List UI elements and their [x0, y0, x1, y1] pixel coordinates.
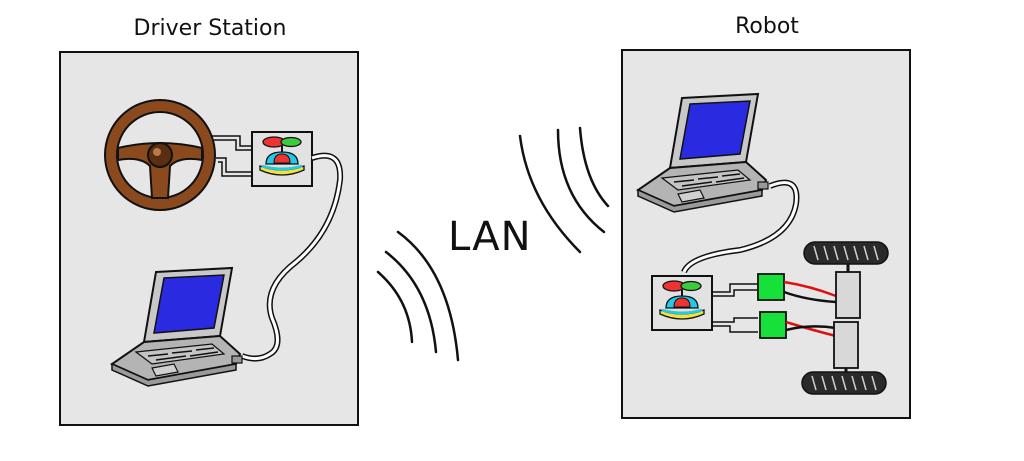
motor-power-wires [783, 280, 837, 338]
speed-controller-top-icon [757, 273, 785, 301]
robot-panel [621, 49, 911, 419]
steering-wheel-icon [104, 99, 216, 211]
tire-bottom-icon [801, 371, 887, 395]
robot-ethernet-cable [681, 179, 800, 274]
driver-station-title: Driver Station [133, 16, 287, 41]
robot-title: Robot [735, 14, 799, 39]
driver-control-system-icon [250, 130, 314, 188]
robot-control-system-icon [650, 274, 714, 332]
lan-label: LAN [448, 214, 532, 260]
joystick-cable [212, 135, 252, 177]
wireless-signal-left-icon [376, 230, 460, 362]
pwm-cables [712, 283, 758, 333]
wireless-signal-right-icon [518, 126, 610, 254]
tire-top-icon [803, 241, 889, 265]
motor-bottom-icon [833, 321, 859, 378]
motor-top-icon [835, 260, 861, 319]
speed-controller-bottom-icon [759, 311, 787, 339]
driver-ethernet-cable [240, 152, 344, 362]
